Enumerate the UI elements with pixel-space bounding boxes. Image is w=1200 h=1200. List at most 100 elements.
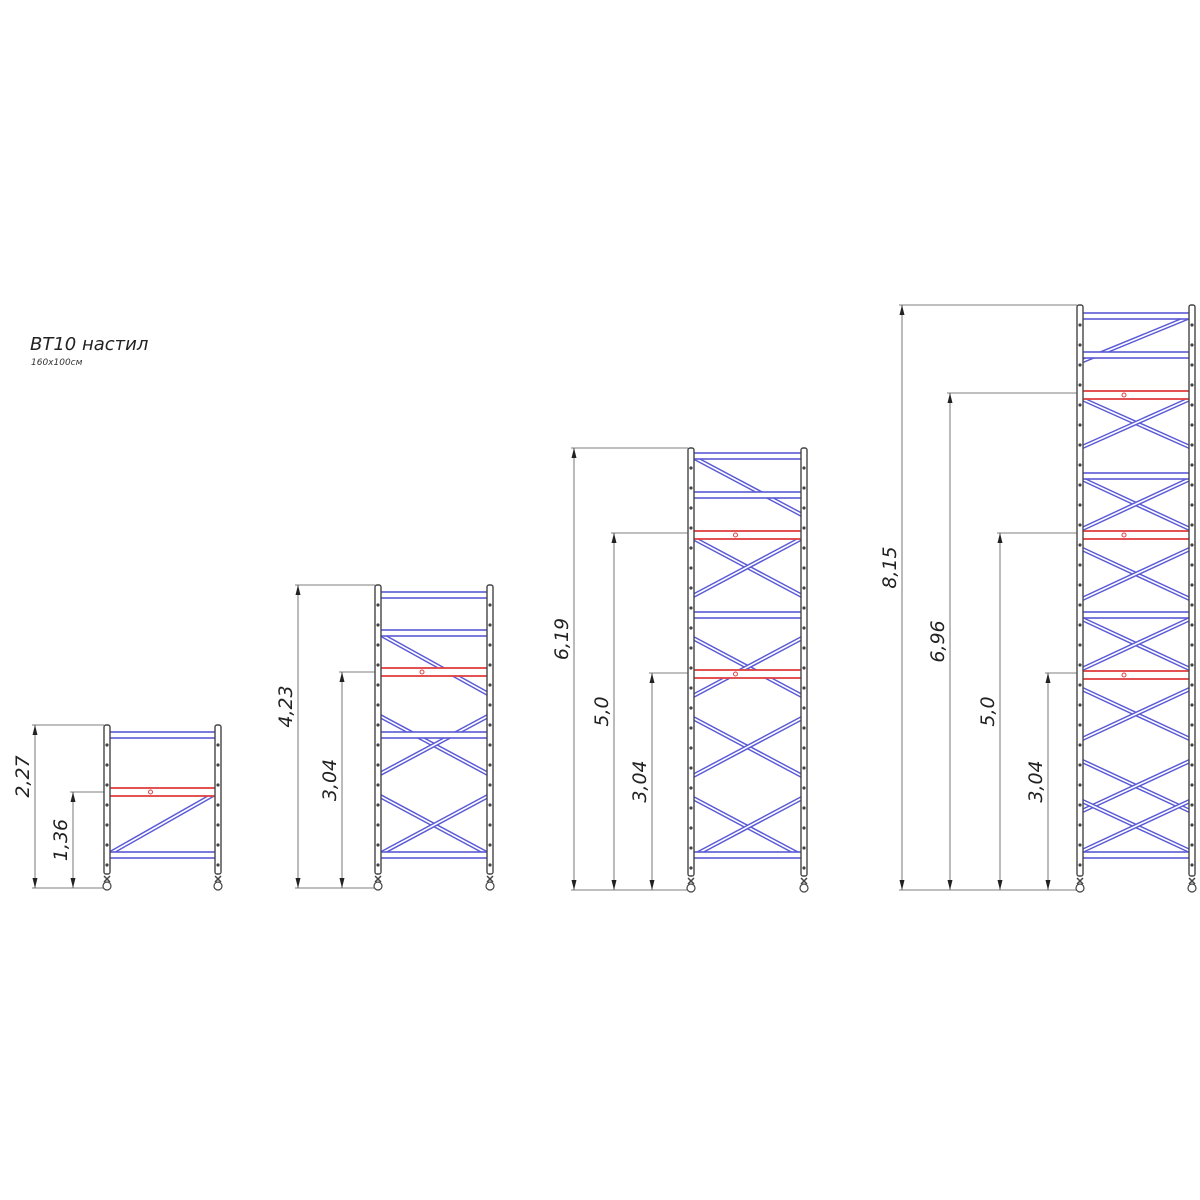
dimension-label: 2,27 [12,755,34,797]
post-rung-dot [105,803,109,807]
post-rung-dot [1078,623,1082,627]
horizontal-brace [690,611,805,619]
post-rung-dot [376,643,380,647]
post-rung-dot [802,466,806,470]
post-rung-dot [1190,383,1194,387]
platform-deck [688,530,807,540]
arrow-down-icon [295,878,301,888]
post-rung-dot [376,603,380,607]
post-rung-dot [1190,443,1194,447]
arrow-up-icon [70,792,76,802]
arrow-down-icon [70,878,76,888]
post-rung-dot [1078,363,1082,367]
post-rung-dot [689,846,693,850]
post-rung-dot [689,486,693,490]
post-rung-dot [689,546,693,550]
horizontal-brace [377,851,491,859]
post-rung-dot [488,783,492,787]
post-rung-dot [689,706,693,710]
post-rung-dot [1190,783,1194,787]
post-rung-dot [1078,583,1082,587]
arrow-down-icon [339,878,345,888]
tower-4: 8,156,965,03,04 [879,304,1197,893]
arrow-down-icon [611,880,617,890]
post-rung-dot [376,843,380,847]
deck-hook [1121,532,1127,538]
post-rung-dot [689,646,693,650]
post-rung-dot [488,763,492,767]
post-rung-dot [802,486,806,490]
post-rung-dot [802,826,806,830]
arrow-down-icon [571,880,577,890]
post-rung-dot [1078,523,1082,527]
post-rung-dot [105,743,109,747]
arrow-up-icon [649,673,655,683]
frame-post [486,584,494,875]
castor-icon [1188,877,1196,885]
post-rung-dot [1078,843,1082,847]
post-rung-dot [376,723,380,727]
post-rung-dot [1190,863,1194,867]
post-rung-dot [802,506,806,510]
post-rung-dot [689,866,693,870]
diagonal-brace-inner [1079,759,1193,813]
horizontal-brace [1079,851,1193,859]
post-rung-dot [216,763,220,767]
post-rung-dot [488,663,492,667]
frame-post [800,447,808,877]
post-rung-dot [376,863,380,867]
post-rung-dot [1190,543,1194,547]
horizontal-brace [1079,472,1193,480]
post-rung-dot [488,643,492,647]
deck-hook [733,671,738,677]
post-rung-dot [1078,383,1082,387]
post-rung-dot [105,763,109,767]
post-rung-dot [802,866,806,870]
deck-hook [733,532,738,538]
wheel-icon [213,881,223,891]
diagonal-brace-inner [1079,799,1193,853]
horizontal-brace [690,851,805,859]
post-rung-dot [1190,683,1194,687]
post-rung-dot [1190,363,1194,367]
post-rung-dot [1078,323,1082,327]
post-rung-dot [802,726,806,730]
post-rung-dot [1190,703,1194,707]
post-rung-dot [802,626,806,630]
diagonal-brace-inner [377,632,491,696]
horizontal-brace [1079,611,1193,619]
wheel-icon [102,881,112,891]
post-rung-dot [689,466,693,470]
frame-post [214,724,222,875]
dimension-label: 3,04 [1025,760,1047,802]
post-rung-dot [802,746,806,750]
deck-hook [1121,672,1127,678]
post-rung-dot [1078,603,1082,607]
post-rung-dot [1190,483,1194,487]
tower-2: 4,233,04 [275,584,495,891]
diagonal-brace-inner [690,536,805,598]
platform-deck [1077,670,1195,680]
dimension-label: 3,04 [629,760,651,802]
post-rung-dot [689,606,693,610]
diagonal-brace-inner [377,714,491,776]
post-rung-dot [376,823,380,827]
post-rung-dot [1190,803,1194,807]
post-rung-dot [1078,783,1082,787]
post-rung-dot [802,646,806,650]
post-rung-dot [376,623,380,627]
arrow-down-icon [649,880,655,890]
castor-icon [486,875,494,883]
post-rung-dot [1190,583,1194,587]
deck-hook [419,669,425,675]
post-rung-dot [1078,663,1082,667]
diagonal-brace-inner [377,794,491,856]
post-rung-dot [1190,763,1194,767]
wheel-icon [799,883,809,893]
post-rung-dot [1078,823,1082,827]
arrow-up-icon [997,533,1003,543]
diagonal-brace-inner [106,791,219,856]
post-rung-dot [1078,723,1082,727]
horizontal-brace [106,731,219,739]
